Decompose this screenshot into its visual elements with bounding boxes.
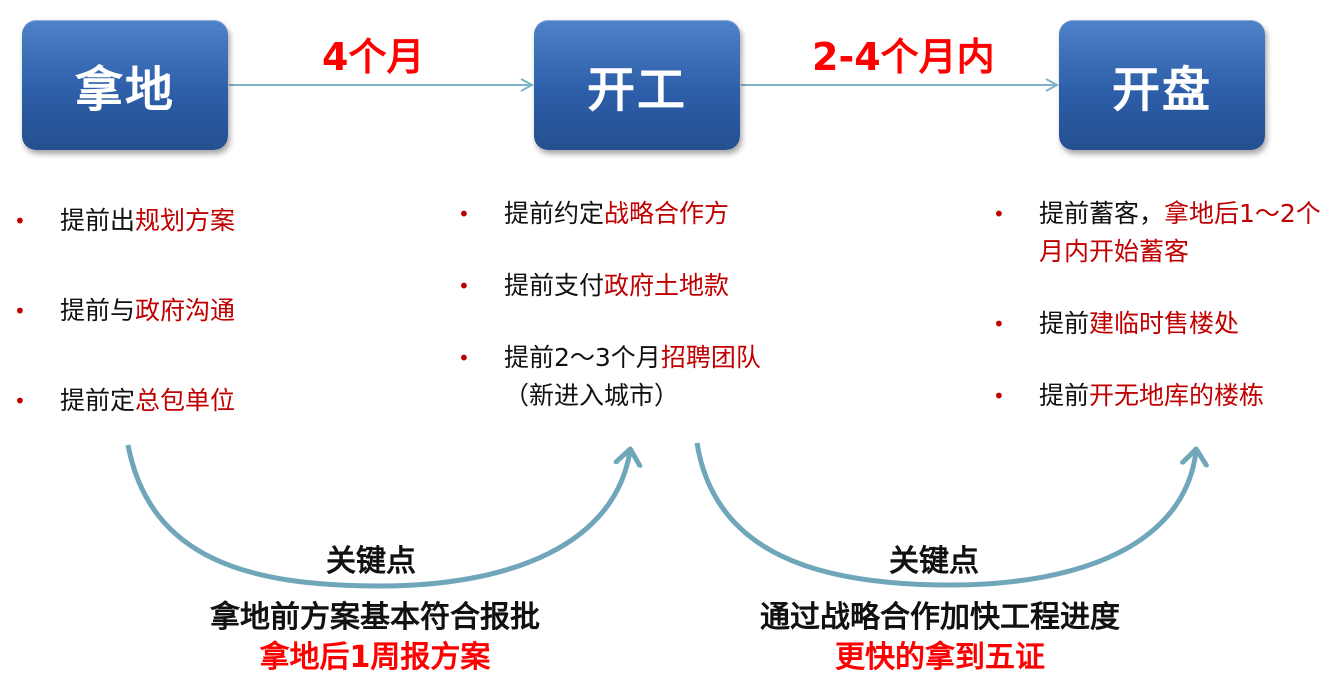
bullet-highlight: 总包单位 [135,386,236,415]
bullet-dot-icon: • [458,346,470,370]
key-curve-1 [125,444,630,589]
bullet-item: • 提前支付政府土地款 [458,267,878,305]
bullet-highlight: 政府沟通 [135,296,236,325]
stage-label: 拿地 [74,62,175,118]
bullet-highlight: 招聘团队 [660,343,761,372]
caption-line: 通过战略合作加快工程进度 [760,600,1120,635]
bullet-highlight: 建临时售楼处 [1089,309,1240,338]
key-point-title-1: 关键点 [326,544,416,579]
bullet-item: • 提前开无地库的楼栋 [993,377,1333,415]
stage-box-construction: 开工 [534,20,740,150]
key-point-caption-1: 拿地前方案基本符合报批 拿地后1周报方案 [170,598,580,678]
bullet-item: • 提前出规划方案 [14,202,434,240]
bullet-dot-icon: • [458,274,470,298]
bullet-highlight: 政府土地款 [604,271,730,300]
key-curve-2 [694,442,1196,588]
key-point-caption-2: 通过战略合作加快工程进度 更快的拿到五证 [720,598,1160,678]
bullet-text: 提前 [1039,309,1090,338]
bullet-text: 提前约定 [504,199,605,228]
bullet-highlight: 规划方案 [135,206,236,235]
stage-label: 开工 [586,62,687,118]
bullet-dot-icon: • [993,202,1005,226]
bullet-dot-icon: • [993,384,1005,408]
bullet-item: • 提前2～3个月招聘团队 （新进入城市） [458,339,878,415]
bullet-text: 提前蓄客， [1039,199,1165,228]
caption-highlight: 拿地后1周报方案 [259,640,491,675]
bullet-highlight: 战略合作方 [604,199,730,228]
bullet-dot-icon: • [14,299,26,323]
duration-label-1: 4个月 [322,35,425,79]
key-point-title-2: 关键点 [889,544,979,579]
stage-tasks-construction: • 提前约定战略合作方 • 提前支付政府土地款 • 提前2～3个月招聘团队 （新进入城市） [458,195,878,449]
bullet-item: • 提前与政府沟通 [14,292,434,330]
bullet-text: （新进入城市） [504,381,680,410]
bullet-highlight: 开无地库的楼栋 [1089,381,1265,410]
bullet-dot-icon: • [14,209,26,233]
duration-label-2: 2-4个月内 [812,35,995,79]
bullet-dot-icon: • [458,202,470,226]
bullet-text: 提前与 [60,296,136,325]
bullet-text: 提前 [1039,381,1090,410]
stage-box-opening: 开盘 [1059,20,1265,150]
bullet-item: • 提前蓄客，拿地后1～2个月内开始蓄客 [993,195,1333,271]
bullet-text: 提前支付 [504,271,605,300]
stage-tasks-opening: •提前蓄客，拿地后1～2个月内开始蓄客•提前建临时售楼处•提前开无地库的楼栋 [993,195,1333,449]
bullet-text: 提前出 [60,206,136,235]
bullet-item: • 提前约定战略合作方 [458,195,878,233]
bullet-dot-icon: • [993,312,1005,336]
caption-highlight: 更快的拿到五证 [835,640,1045,675]
bullet-highlight: 拿地后1～2个月内开始蓄客 [1039,199,1321,266]
bullet-item: • 提前定总包单位 [14,382,434,420]
bullet-dot-icon: • [14,389,26,413]
caption-line: 拿地前方案基本符合报批 [210,600,540,635]
stage-box-land: 拿地 [22,20,228,150]
stage-label: 开盘 [1111,62,1212,118]
stage-tasks-land: • 提前出规划方案 • 提前与政府沟通 • 提前定总包单位 [14,202,434,472]
bullet-text: 提前定 [60,386,136,415]
bullet-text: 提前2～3个月 [504,343,661,372]
bullet-item: • 提前建临时售楼处 [993,305,1333,343]
